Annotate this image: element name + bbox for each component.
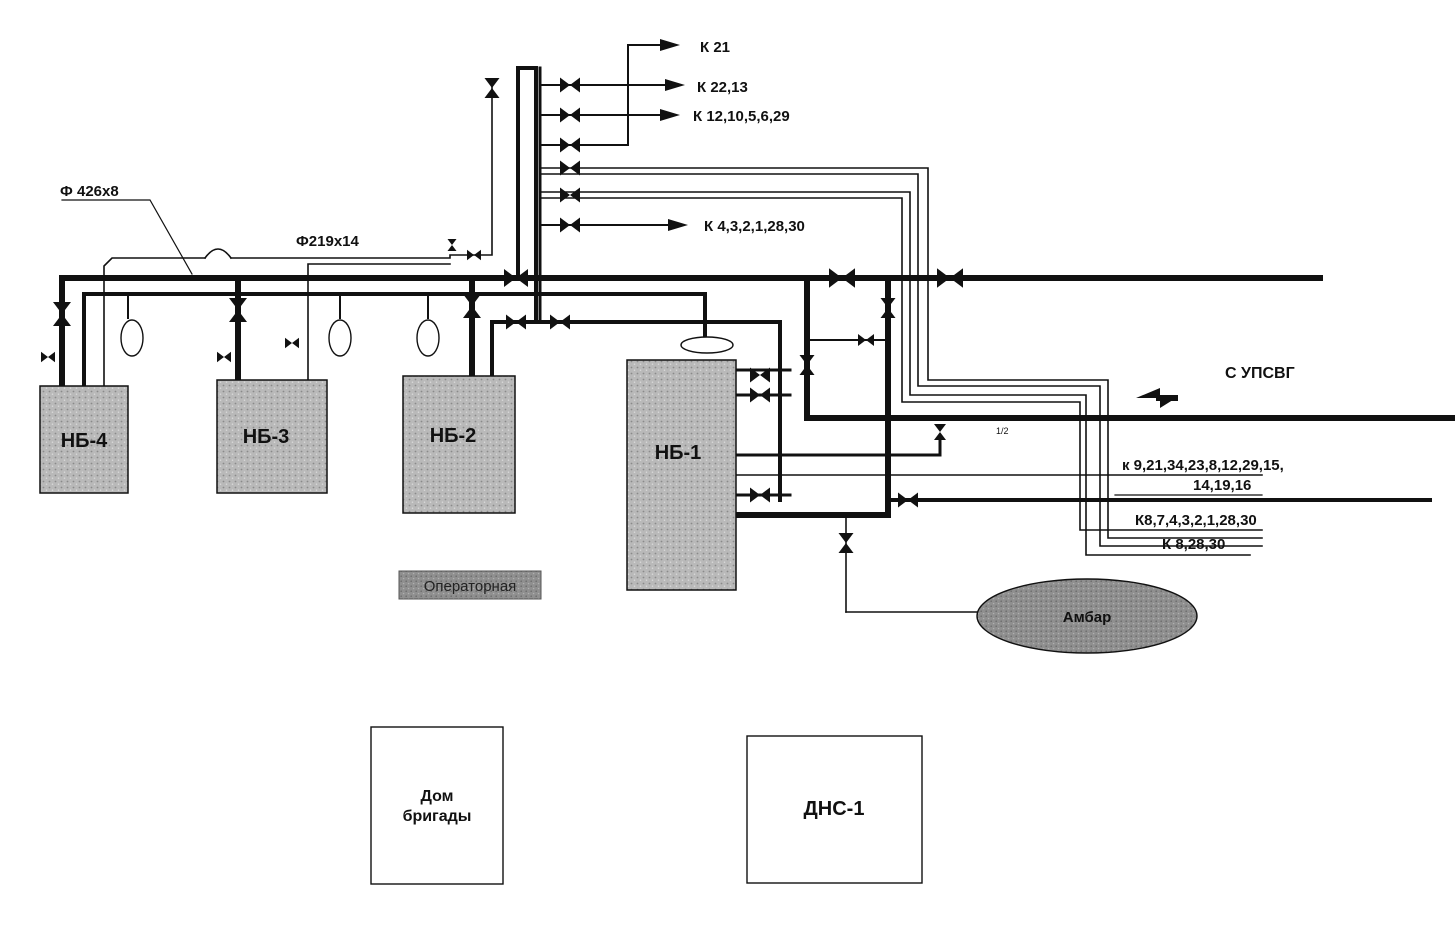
valve-icon — [560, 137, 580, 153]
tank-nb4: НБ-4 — [39, 385, 129, 494]
outlet-line-a — [539, 167, 1263, 539]
k4-label: К 4,3,2,1,28,30 — [704, 218, 805, 235]
tank-nb1-label: НБ-1 — [655, 442, 702, 464]
valves — [41, 77, 963, 553]
nb1-bottom-pipe — [733, 277, 891, 518]
valve-icon — [799, 355, 815, 375]
k12-label: К 12,10,5,6,29 — [693, 108, 790, 125]
arrow-k21-icon — [660, 39, 680, 51]
pipe-219-line — [103, 257, 206, 387]
secondary-header-pipe — [82, 292, 707, 388]
valve-icon — [750, 367, 770, 383]
outlet-line-b — [539, 191, 1251, 556]
arrow-k12-icon — [660, 109, 680, 121]
brigade-house-label-1: Дом — [421, 788, 454, 805]
arrow-upsvg-shaft — [1156, 395, 1178, 401]
k21-label: К 21 — [700, 39, 730, 56]
drain-drops — [120, 319, 734, 357]
valve-icon — [829, 268, 855, 288]
nb1-hatch — [680, 336, 734, 354]
tank-nb2-label: НБ-2 — [430, 425, 477, 447]
k8-long-label: К8,7,4,3,2,1,28,30 — [1135, 512, 1257, 529]
valve-icon — [750, 487, 770, 503]
dns-building: ДНС-1 — [746, 735, 923, 884]
pipe-219-continued — [230, 79, 493, 259]
pit: Амбар — [976, 578, 1198, 654]
outlet-line-a2 — [539, 173, 1263, 547]
valve-icon — [560, 187, 580, 203]
drop-icon — [328, 319, 352, 357]
valve-icon — [484, 78, 500, 98]
valve-icon — [838, 533, 854, 553]
valve-icon — [506, 314, 526, 330]
valve-icon — [560, 77, 580, 93]
k8-short-label: К 8,28,30 — [1162, 536, 1225, 553]
valve-icon — [560, 160, 580, 176]
outlet-k21 — [539, 44, 661, 146]
pit-label: Амбар — [1063, 609, 1112, 626]
valve-icon — [217, 351, 231, 363]
tank-nb2: НБ-2 — [402, 375, 516, 514]
pipe-426-label: Ф 426х8 — [60, 183, 119, 200]
valve-icon — [560, 217, 580, 233]
tank-nb4-label: НБ-4 — [61, 430, 108, 452]
valve-icon — [504, 269, 528, 287]
valve-icon — [41, 351, 55, 363]
riser-pipe — [516, 66, 538, 324]
line-to-nb1 — [490, 320, 782, 502]
labels: Ф 426х8 Ф219х14 К 21 К 22,13 К 12,10,5,6… — [60, 39, 1295, 553]
valve-icon — [858, 334, 874, 346]
nb1-side-pipe-3 — [734, 438, 942, 457]
valve-icon — [447, 239, 457, 251]
outlet-line-b2 — [539, 197, 1263, 531]
valve-icon — [229, 298, 247, 322]
valve-icon — [285, 337, 299, 349]
tank-nb3: НБ-3 — [216, 379, 328, 494]
tank-nb3-label: НБ-3 — [243, 426, 290, 448]
small-mark-label: 1/2 — [996, 426, 1009, 436]
pipe-219-to-nb3 — [307, 263, 451, 381]
valve-icon — [560, 107, 580, 123]
drop-icon — [120, 319, 144, 357]
operator-room-label: Операторная — [424, 578, 517, 595]
dns-building-label: ДНС-1 — [804, 798, 865, 820]
from-upsvg-label: С УПСВГ — [1225, 365, 1295, 382]
tank-nb1: НБ-1 — [626, 359, 737, 591]
arrows — [660, 39, 1178, 408]
valve-icon — [53, 302, 71, 326]
valve-icon — [898, 492, 918, 508]
drop-icon — [416, 319, 440, 357]
k9-label-line1: к 9,21,34,23,8,12,29,15, — [1122, 457, 1284, 474]
valve-icon — [750, 387, 770, 403]
valve-icon — [467, 249, 481, 261]
k9-label-line2: 14,19,16 — [1193, 477, 1251, 494]
arrow-k4-icon — [668, 219, 688, 231]
operator-room: Операторная — [398, 570, 542, 600]
pipe-219-hump — [203, 248, 233, 260]
k22-label: К 22,13 — [697, 79, 748, 96]
brigade-house: Дом бригады — [370, 726, 504, 885]
pipes — [59, 44, 1455, 613]
valve-icon — [550, 314, 570, 330]
brigade-house-label-2: бригады — [403, 808, 472, 825]
inlet-pipe-from-upsvg — [804, 277, 1455, 421]
valve-icon — [880, 298, 896, 318]
valve-icon — [934, 424, 946, 440]
valve-icon — [463, 294, 481, 318]
pipe-219-label: Ф219х14 — [296, 233, 360, 250]
valve-icon — [937, 268, 963, 288]
arrow-k22-icon — [665, 79, 685, 91]
pipe-426-leader — [61, 199, 193, 275]
